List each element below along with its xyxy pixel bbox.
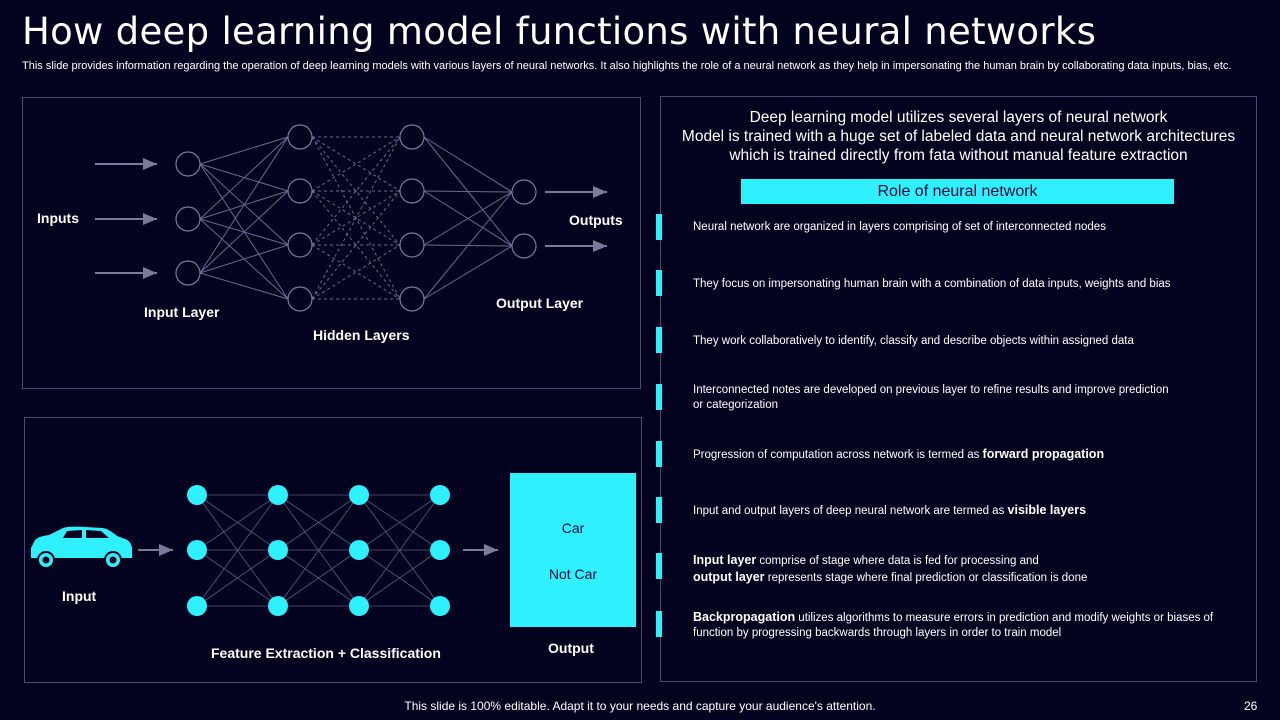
intro-line-2: Model is trained with a huge set of labe…: [681, 128, 1236, 145]
network-node: [268, 540, 288, 560]
point-text: Backpropagation utilizes algorithms to m…: [693, 610, 1214, 639]
network-diagram: [95, 124, 607, 312]
classification-diagram-panel: Input Feature Extraction + Classificatio…: [24, 417, 642, 683]
network-node: [187, 485, 207, 505]
network-node: [175, 151, 201, 177]
network-node: [287, 124, 313, 150]
network-node: [349, 485, 369, 505]
point-marker: [656, 441, 662, 467]
connection-line: [199, 272, 289, 300]
network-node: [511, 233, 537, 259]
classification-diagram: [31, 485, 498, 616]
connection-line: [311, 190, 401, 300]
connection-line: [311, 244, 401, 300]
connection-line: [311, 190, 401, 300]
output-result-box: Car Not Car: [510, 473, 636, 627]
feature-extraction-label: Feature Extraction + Classification: [211, 645, 441, 661]
connection-line: [196, 494, 279, 551]
network-node: [399, 286, 425, 312]
point-text: Progression of computation across networ…: [693, 447, 1105, 461]
network-node: [287, 286, 313, 312]
point-text: Input layer comprise of stage where data…: [693, 553, 1088, 584]
connection-line: [311, 136, 401, 300]
page-title: How deep learning model functions with n…: [22, 10, 1097, 53]
point-text: They focus on impersonating human brain …: [693, 278, 1171, 290]
role-heading: Role of neural network: [741, 179, 1174, 204]
car-icon: [31, 526, 132, 569]
output-label: Output: [548, 640, 594, 656]
network-node: [187, 540, 207, 560]
network-node: [511, 179, 537, 205]
network-node: [430, 596, 450, 616]
connection-line: [423, 191, 513, 246]
intro-text: Deep learning model utilizes several lay…: [661, 108, 1256, 165]
point-marker: [656, 611, 662, 637]
point-marker: [656, 497, 662, 523]
page-number: 26: [1244, 699, 1258, 713]
network-node: [399, 124, 425, 150]
connection-line: [199, 136, 289, 274]
connection-line: [358, 494, 441, 607]
connection-line: [199, 190, 289, 274]
outputs-label: Outputs: [569, 212, 623, 228]
connection-line: [277, 549, 360, 607]
connection-line: [358, 494, 441, 551]
network-node: [430, 540, 450, 560]
connection-line: [196, 494, 279, 607]
intro-line-1: Deep learning model utilizes several lay…: [749, 109, 1168, 126]
point-text: Interconnected notes are developed on pr…: [693, 384, 1169, 411]
network-diagram-panel: Inputs Outputs Input Layer Hidden Layers…: [22, 97, 641, 389]
connection-line: [196, 549, 279, 607]
intro-line-3: which is trained directly from fata with…: [729, 147, 1188, 164]
network-node: [268, 485, 288, 505]
input-label: Input: [62, 588, 97, 604]
connection-line: [423, 136, 513, 193]
network-node: [349, 540, 369, 560]
page-subtitle: This slide provides information regardin…: [22, 60, 1232, 72]
network-node: [287, 178, 313, 204]
point-text: Input and output layers of deep neural n…: [693, 503, 1087, 517]
network-node: [349, 596, 369, 616]
connection-line: [311, 136, 401, 192]
connection-line: [423, 190, 513, 193]
network-node: [399, 232, 425, 258]
connection-line: [358, 549, 441, 607]
connection-line: [311, 244, 401, 300]
point-text: Neural network are organized in layers c…: [693, 221, 1106, 233]
connection-line: [311, 190, 401, 246]
result-not-car: Not Car: [548, 566, 598, 582]
point-text: They work collaboratively to identify, c…: [693, 335, 1134, 347]
connection-line: [199, 244, 289, 274]
point-marker: [656, 214, 662, 240]
point-marker: [656, 384, 662, 410]
connection-line: [423, 191, 513, 300]
hidden-layers-label: Hidden Layers: [313, 327, 410, 343]
neural-network-role-panel: Deep learning model utilizes several lay…: [656, 96, 1257, 682]
connection-line: [311, 136, 401, 246]
inputs-label: Inputs: [37, 210, 79, 226]
network-node: [175, 260, 201, 286]
point-marker: [656, 553, 662, 579]
point-marker: [656, 270, 662, 296]
network-node: [287, 232, 313, 258]
output-layer-label: Output Layer: [496, 295, 584, 311]
network-node: [268, 596, 288, 616]
footer-note: This slide is 100% editable. Adapt it to…: [404, 699, 876, 713]
result-car: Car: [561, 520, 585, 536]
connection-line: [311, 136, 401, 246]
connection-line: [199, 136, 289, 220]
network-node: [175, 206, 201, 232]
network-node: [399, 178, 425, 204]
input-layer-label: Input Layer: [144, 304, 220, 320]
connection-line: [311, 190, 401, 246]
connection-line: [277, 494, 360, 551]
connection-line: [199, 136, 289, 165]
connection-line: [423, 245, 513, 300]
point-marker: [656, 327, 662, 353]
network-node: [187, 596, 207, 616]
connection-line: [277, 494, 360, 607]
network-node: [430, 485, 450, 505]
connection-line: [311, 136, 401, 192]
